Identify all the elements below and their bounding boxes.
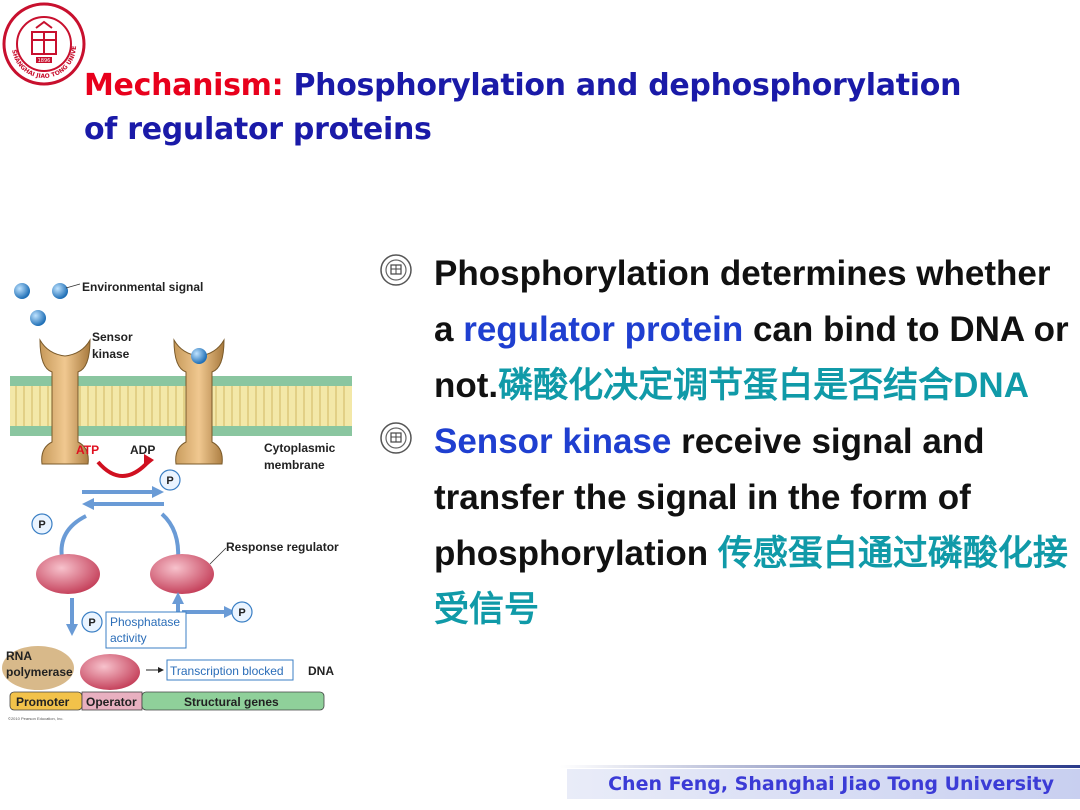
phosphatase-label-1: Phosphatase bbox=[110, 615, 180, 629]
svg-text:1896: 1896 bbox=[38, 58, 51, 64]
bullet-1-text: Phosphorylation determines whether a bbox=[434, 254, 1051, 349]
two-component-system-figure: Environmental signal Sensor kinase ATP A… bbox=[2, 280, 352, 721]
university-logo: SHANGHAI JIAO TONG UNIVERSITY 1896 bbox=[2, 2, 86, 86]
university-bullet-icon bbox=[380, 254, 412, 286]
title-prefix: Mechanism: bbox=[84, 68, 284, 103]
title-main: Phosphorylation and dephosphorylation of… bbox=[84, 68, 962, 147]
cytoplasmic-membrane-label-2: membrane bbox=[264, 458, 325, 472]
operator-label: Operator bbox=[86, 695, 137, 709]
bullet-2-highlight: Sensor kinase bbox=[434, 422, 672, 461]
figure-copyright: ©2010 Pearson Education, Inc. bbox=[8, 716, 63, 721]
slide-title: Mechanism: Phosphorylation and dephospho… bbox=[84, 64, 984, 152]
p-label-phosphatase: P bbox=[88, 617, 95, 629]
cytoplasmic-membrane-label-1: Cytoplasmic bbox=[264, 441, 336, 455]
phosphatase-label-2: activity bbox=[110, 631, 147, 645]
footer-rule bbox=[560, 765, 1080, 768]
rna-polymerase-label-1: RNA bbox=[6, 649, 32, 663]
response-regulator-label: Response regulator bbox=[226, 540, 339, 554]
transcription-blocked-label: Transcription blocked bbox=[170, 664, 284, 678]
environmental-signal-label: Environmental signal bbox=[82, 280, 203, 294]
p-label-kinase: P bbox=[166, 475, 173, 487]
bullet-2-text: receive signal and transfer the signal i… bbox=[434, 422, 985, 573]
bullet-1-text-2: can bind to DNA or not. bbox=[434, 310, 1069, 405]
p-label-left: P bbox=[38, 519, 45, 531]
promoter-label: Promoter bbox=[16, 695, 70, 709]
footer-credit: Chen Feng, Shanghai Jiao Tong University bbox=[567, 769, 1080, 799]
p-label-released: P bbox=[238, 607, 245, 619]
bullet-list: Phosphorylation determines whether a reg… bbox=[380, 246, 1070, 638]
bullet-item-2: Sensor kinase receive signal and transfe… bbox=[380, 414, 1070, 638]
adp-label: ADP bbox=[130, 443, 155, 457]
sensor-kinase-label-1: Sensor bbox=[92, 330, 133, 344]
university-bullet-icon bbox=[380, 422, 412, 454]
membrane-heads bbox=[10, 376, 352, 436]
bullet-1-chinese: 磷酸化决定调节蛋白是否结合DNA bbox=[498, 366, 1029, 405]
dna-label: DNA bbox=[308, 664, 334, 678]
rna-polymerase-label-2: polymerase bbox=[6, 665, 73, 679]
bullet-item-1: Phosphorylation determines whether a reg… bbox=[380, 246, 1070, 414]
atp-label: ATP bbox=[76, 443, 99, 457]
sensor-kinase-label-2: kinase bbox=[92, 347, 130, 361]
structural-genes-label: Structural genes bbox=[184, 695, 279, 709]
bullet-2-chinese: 传感蛋白通过磷酸化接受信号 bbox=[434, 534, 1068, 629]
bullet-1-highlight: regulator protein bbox=[463, 310, 744, 349]
